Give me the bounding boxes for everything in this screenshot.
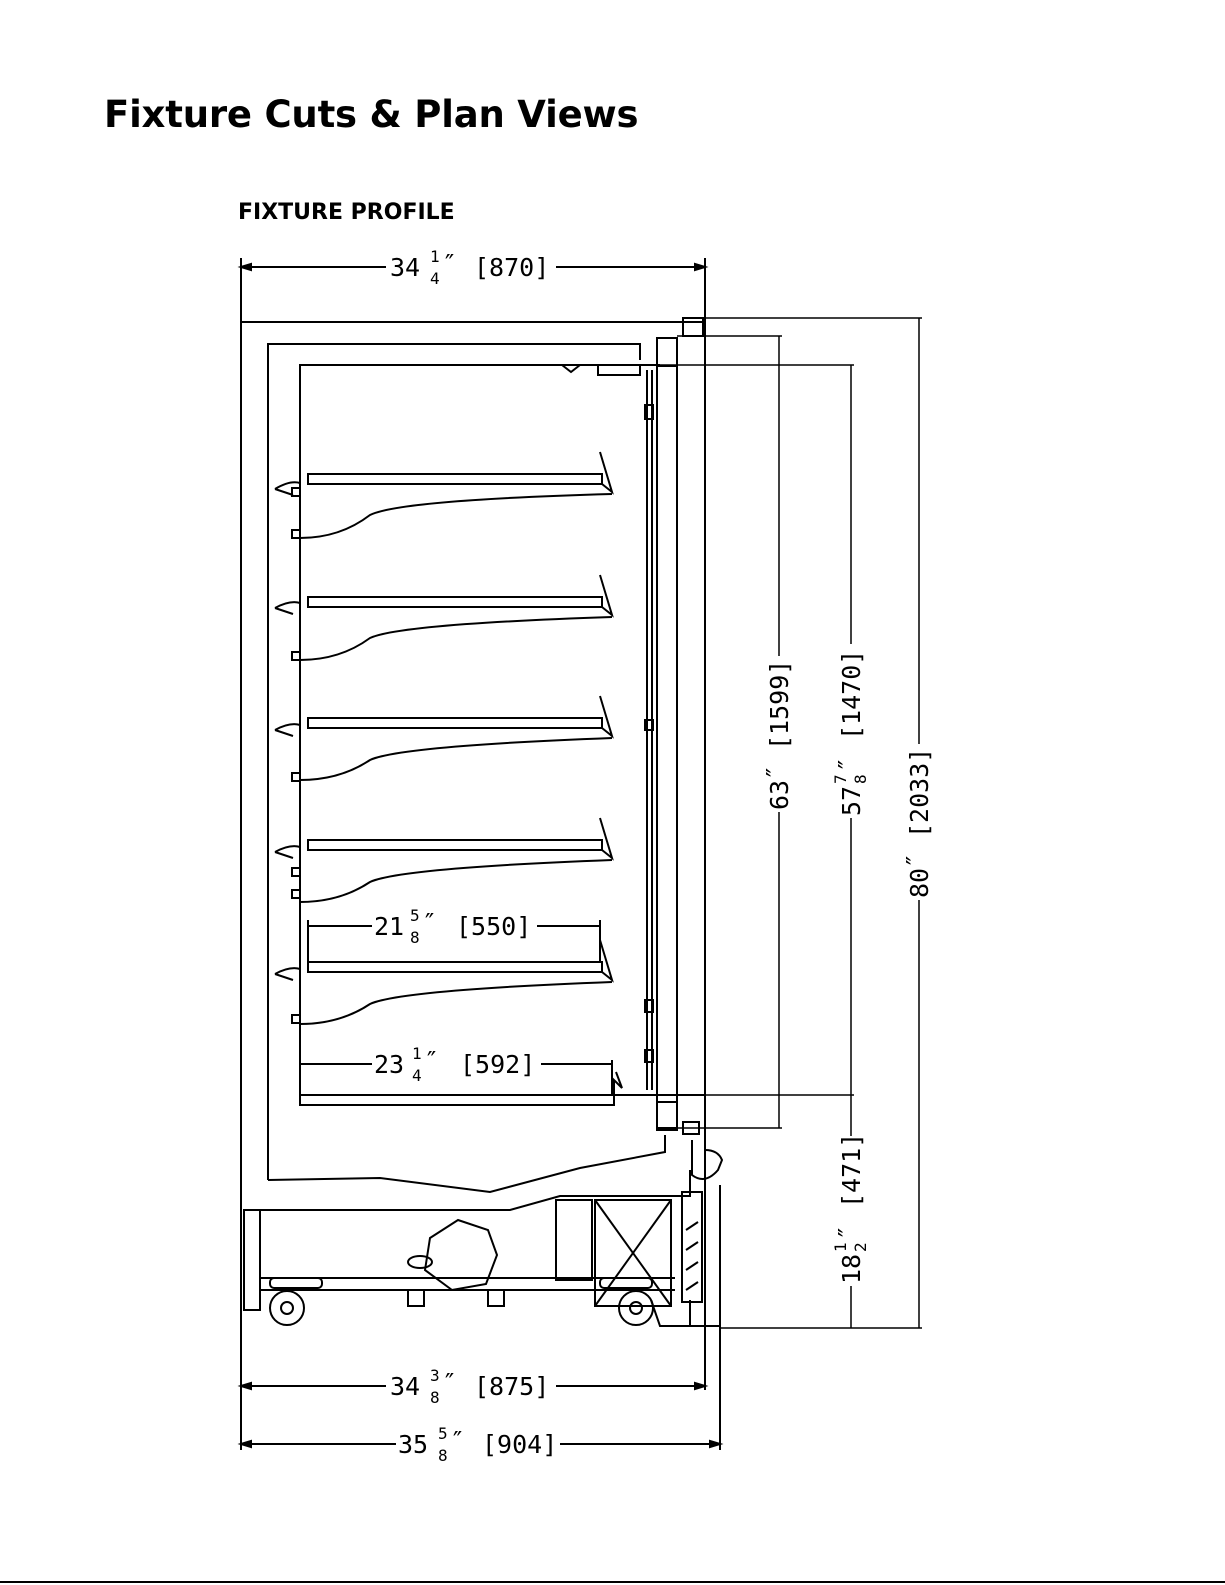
svg-text:80: 80 (905, 868, 934, 898)
base-compartment (244, 1128, 720, 1326)
svg-text:5: 5 (438, 1424, 448, 1443)
svg-text:″: ″ (901, 853, 930, 868)
compressor-icon (425, 1220, 497, 1290)
svg-text:[471]: [471] (837, 1133, 866, 1208)
svg-text:21: 21 (374, 912, 404, 941)
svg-text:8: 8 (430, 1388, 440, 1407)
svg-text:8: 8 (851, 774, 870, 784)
dimension-shelf-depth (308, 920, 600, 962)
svg-text:4: 4 (430, 269, 440, 288)
svg-text:8: 8 (410, 928, 420, 947)
svg-text:2: 2 (851, 1242, 870, 1252)
svg-text:34: 34 (390, 1372, 420, 1401)
svg-text:[1470]: [1470] (837, 650, 866, 740)
svg-text:[550]: [550] (456, 912, 531, 941)
svg-text:1: 1 (831, 1242, 850, 1252)
svg-text:[1599]: [1599] (765, 660, 794, 750)
front-door-frame (562, 318, 722, 1179)
svg-text:″: ″ (422, 908, 437, 937)
svg-text:63: 63 (765, 780, 794, 810)
dimension-base-width (241, 1310, 705, 1450)
dimension-overall-height (705, 318, 922, 1328)
dimension-label-display-height: 57 7 8 ″ [1470] (831, 650, 870, 816)
svg-text:1: 1 (430, 247, 440, 266)
dimension-label-deck-depth: 23 1 4 ″ [592] (374, 1044, 535, 1085)
dimension-deck-depth (300, 1060, 612, 1095)
dimension-label-overall-height: 80 ″ [2033] (901, 748, 934, 898)
dimension-label-base-width: 34 3 8 ″ [875] (390, 1366, 549, 1407)
svg-text:23: 23 (374, 1050, 404, 1079)
shelf-3 (275, 696, 612, 781)
svg-text:57: 57 (837, 786, 866, 816)
svg-text:[2033]: [2033] (905, 748, 934, 838)
svg-text:″: ″ (450, 1426, 465, 1455)
caster-right-icon (619, 1291, 653, 1325)
cabinet-outline (241, 322, 705, 1310)
svg-text:4: 4 (412, 1066, 422, 1085)
svg-text:″: ″ (442, 249, 457, 278)
svg-text:″: ″ (761, 765, 790, 780)
dimension-label-overall-width: 35 5 8 ″ [904] (398, 1424, 557, 1465)
svg-text:″: ″ (833, 757, 862, 772)
svg-text:7: 7 (831, 774, 850, 784)
svg-text:18: 18 (837, 1254, 866, 1284)
svg-text:[592]: [592] (460, 1050, 535, 1079)
svg-text:[870]: [870] (474, 253, 549, 282)
svg-text:″: ″ (833, 1225, 862, 1240)
shelf-4 (275, 818, 612, 902)
shelf-2 (275, 575, 612, 660)
svg-text:5: 5 (410, 906, 420, 925)
svg-text:″: ″ (424, 1046, 439, 1075)
dimension-top-width (241, 258, 705, 322)
dimension-deck-height (720, 1095, 922, 1328)
svg-text:[875]: [875] (474, 1372, 549, 1401)
shelf-1 (275, 452, 612, 538)
svg-text:″: ″ (442, 1368, 457, 1397)
caster-left-icon (270, 1291, 304, 1325)
dimension-label-deck-height: 18 1 2 ″ [471] (831, 1133, 870, 1284)
shelf-5 (275, 940, 612, 1024)
svg-text:3: 3 (430, 1366, 440, 1385)
dimension-label-opening-height: 63 ″ [1599] (761, 660, 794, 810)
page-bottom-rule (0, 1581, 1225, 1583)
svg-text:35: 35 (398, 1430, 428, 1459)
svg-text:1: 1 (412, 1044, 422, 1063)
svg-text:[904]: [904] (482, 1430, 557, 1459)
svg-text:34: 34 (390, 253, 420, 282)
svg-text:8: 8 (438, 1446, 448, 1465)
dimension-label-top-width: 34 1 4 ″ [870] (390, 247, 549, 288)
dimension-label-shelf-depth: 21 5 8 ″ [550] (374, 906, 531, 947)
